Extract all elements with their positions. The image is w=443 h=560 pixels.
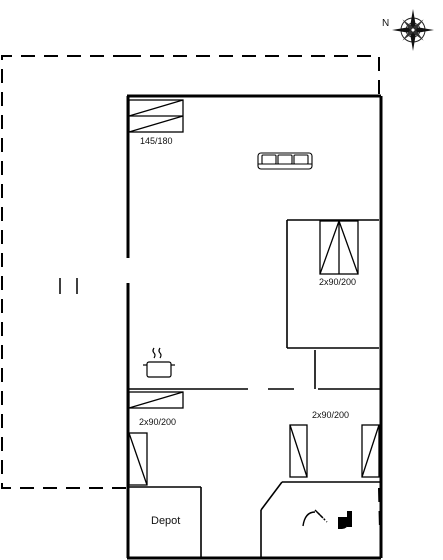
exterior-walls [126,94,383,560]
compass-north-label: N [382,18,389,29]
bed-right [319,220,359,275]
terrace-outline [1,55,381,531]
interior-walls [128,219,381,558]
bed-right-label: 2x90/200 [319,277,356,287]
bed-upper-left [128,99,184,133]
bed-lower-left-foot [128,432,148,486]
bed-upper-left-label: 145/180 [140,136,173,146]
compass-rose-icon [392,9,434,51]
cooking-pot-icon [143,347,175,378]
sofa-icon [257,152,313,170]
toilet-icon [338,511,352,529]
bed-lower-right [289,424,380,478]
terrace-marks [59,278,78,294]
bed-lower-left-label: 2x90/200 [139,417,176,427]
compass: N [382,9,434,51]
bed-lower-right-label: 2x90/200 [312,410,349,420]
bed-lower-left [128,391,184,409]
shower-icon [302,509,328,527]
depot-label: Depot [151,515,180,527]
